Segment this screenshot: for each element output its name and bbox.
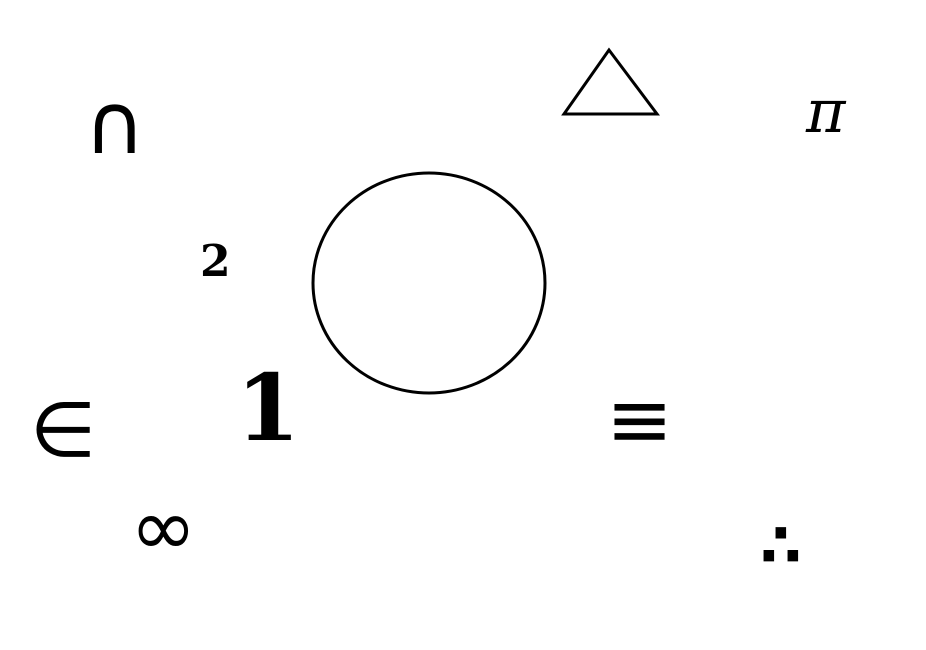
pi-symbol: π (806, 77, 846, 147)
triangle-outline-icon (561, 47, 660, 116)
digit-two: 2 (200, 236, 231, 287)
equivalent-symbol: ≡ (606, 373, 674, 466)
infinity-symbol: ∞ (130, 481, 197, 574)
intersection-symbol: ∩ (84, 75, 146, 173)
therefore-symbol: ∴ (760, 511, 802, 581)
circle-outline-icon (311, 171, 547, 395)
digit-one: 1 (236, 354, 301, 462)
element-of-symbol: ∈ (30, 385, 97, 474)
